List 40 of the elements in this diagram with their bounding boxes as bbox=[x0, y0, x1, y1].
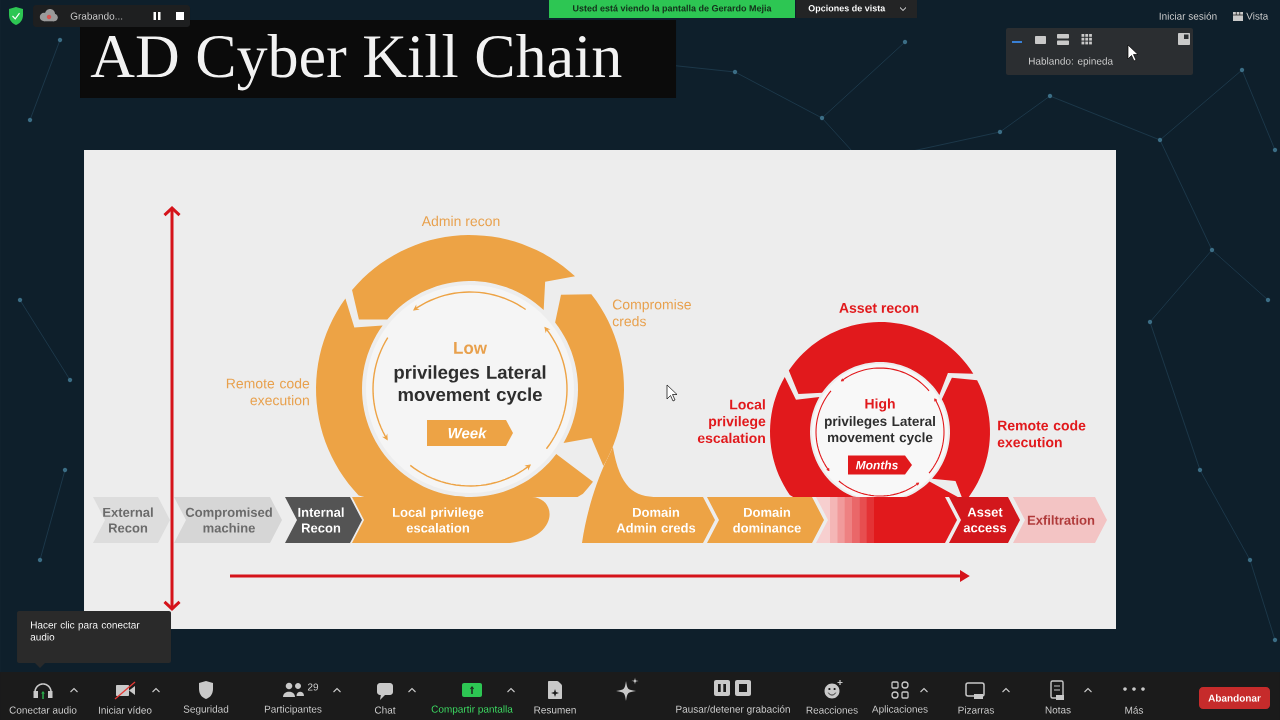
node-label: Local privilege escalation bbox=[392, 507, 484, 533]
recording-status: Grabando... bbox=[70, 12, 123, 20]
duration-tag: Week bbox=[427, 420, 513, 446]
toolbar-label: Resumen bbox=[534, 706, 576, 714]
toolbar-label: Iniciar vídeo bbox=[99, 706, 152, 714]
screen-share-banner: Usted está viendo la pantalla de Gerardo Mejia bbox=[549, 0, 795, 18]
toolbar-label: Reacciones bbox=[806, 706, 858, 714]
toolbar-label: Notas bbox=[1045, 706, 1071, 714]
process-step: Exfiltration bbox=[1013, 497, 1107, 543]
toolbar-label: Más bbox=[1125, 706, 1144, 714]
stage-label: Compromise creds bbox=[612, 299, 691, 327]
stage-label: Local privilege escalation bbox=[697, 399, 766, 444]
toolbar-label: Conectar audio bbox=[9, 706, 77, 714]
view-options-button: Opciones de vista bbox=[796, 0, 917, 18]
toolbar-label: Compartir pantalla bbox=[431, 705, 513, 715]
toolbar-label: Pausar/detener grabación bbox=[676, 705, 790, 715]
view-label: Vista bbox=[1246, 12, 1269, 20]
stage-label: Admin recon bbox=[421, 215, 500, 227]
toolbar-label: Participantes bbox=[264, 705, 322, 715]
stage-label: Remote code execution bbox=[997, 420, 1086, 448]
duration-tag: Months bbox=[848, 455, 912, 475]
stage-label: Asset recon bbox=[839, 303, 919, 313]
process-step: Asset access bbox=[816, 497, 1020, 543]
speaker-name: Hablando: epineda bbox=[1029, 57, 1114, 67]
process-step: Compromised machine bbox=[174, 497, 282, 543]
leave-button: Abandonar bbox=[1199, 687, 1270, 709]
tooltip: Hacer clic para conectar audio bbox=[17, 611, 171, 668]
stage-label: Remote code execution bbox=[226, 378, 310, 406]
title-banner: AD Cyber Kill Chain bbox=[80, 20, 676, 98]
process-step: Domain dominance bbox=[707, 497, 824, 543]
process-step: External Recon bbox=[93, 497, 170, 543]
process-step: Domain Admin creds bbox=[582, 446, 715, 543]
toolbar-label: Pizarras bbox=[958, 706, 994, 714]
toolbar-label: Seguridad bbox=[183, 705, 229, 715]
participant-count: 29 bbox=[307, 683, 319, 691]
node-label: Asset access bbox=[963, 507, 1007, 533]
process-step: Internal Recon bbox=[285, 497, 362, 543]
toolbar-label: Aplicaciones bbox=[871, 705, 928, 715]
sign-in-link: Iniciar sesión bbox=[1159, 12, 1217, 20]
toolbar-label: Chat bbox=[374, 706, 396, 714]
